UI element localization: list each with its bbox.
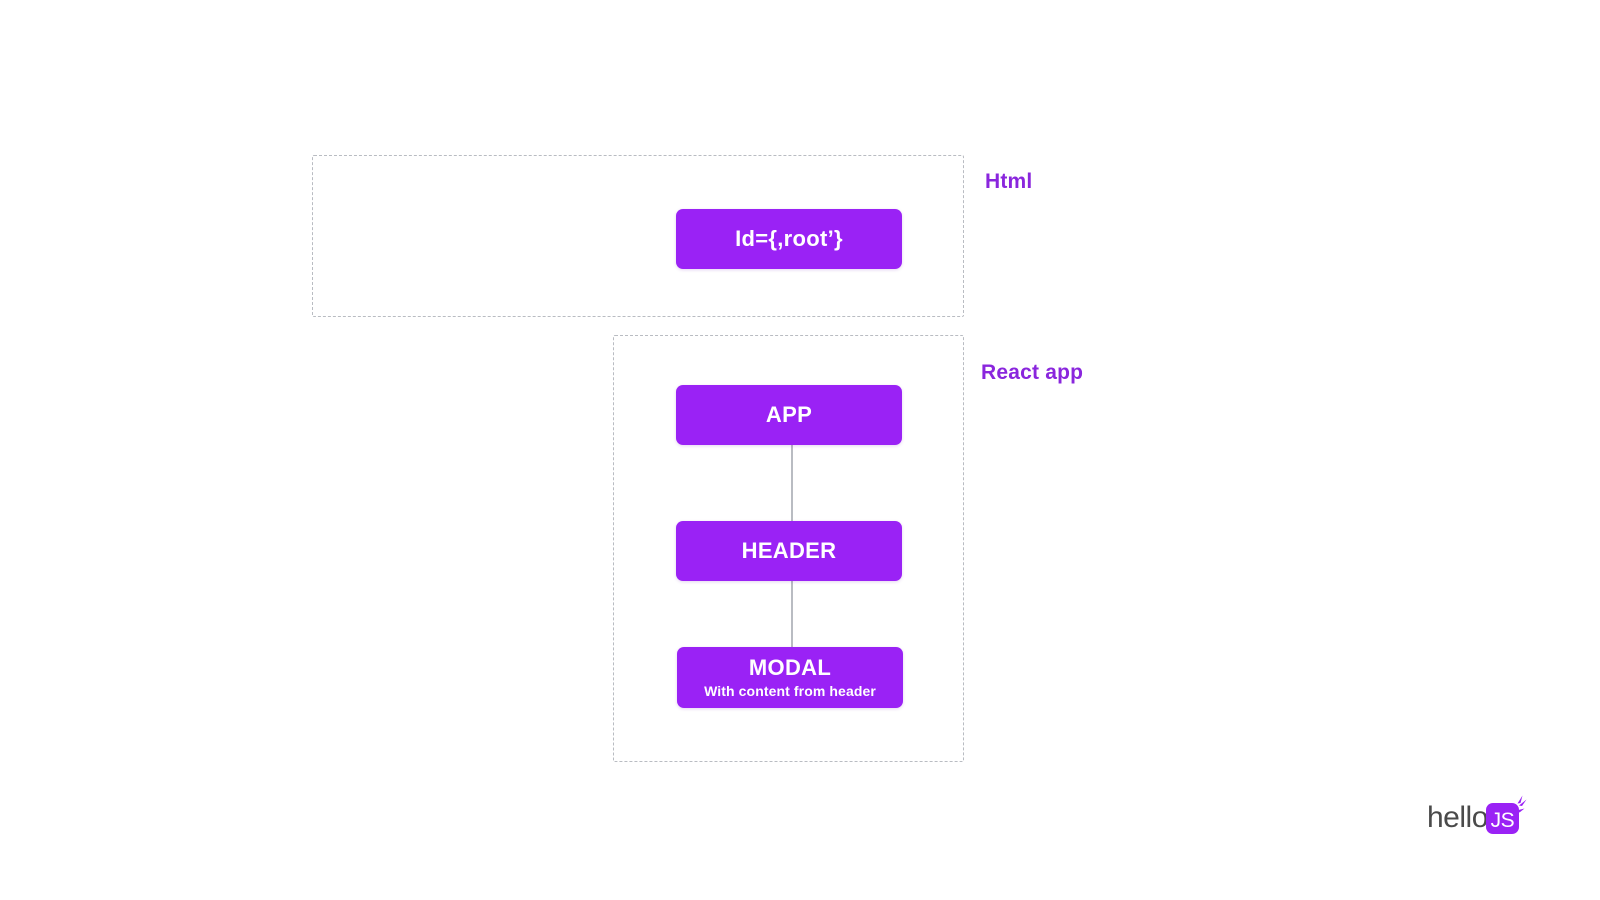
node-header-title: HEADER <box>741 538 837 564</box>
node-app[interactable]: APP <box>676 385 902 445</box>
js-badge-icon: JS <box>1485 795 1527 834</box>
brand-logo: hello JS <box>1427 795 1527 839</box>
node-modal-title: MODAL <box>748 655 832 681</box>
node-root-title: Id={,root’} <box>735 226 843 252</box>
react-app-container-label: React app <box>981 361 1084 384</box>
node-modal[interactable]: MODAL With content from header <box>677 647 903 708</box>
html-container-label: Html <box>985 170 1033 193</box>
connector-header-to-modal <box>791 581 793 647</box>
node-modal-subtitle: With content from header <box>704 682 876 699</box>
html-container-boundary <box>312 155 964 317</box>
node-app-title: APP <box>765 402 813 428</box>
react-app-container-boundary <box>613 335 964 762</box>
brand-wordmark: hello <box>1427 801 1488 834</box>
node-header[interactable]: HEADER <box>676 521 902 581</box>
connector-app-to-header <box>791 445 793 521</box>
js-badge-label: JS <box>1490 808 1515 832</box>
node-root-element[interactable]: Id={,root’} <box>676 209 902 269</box>
